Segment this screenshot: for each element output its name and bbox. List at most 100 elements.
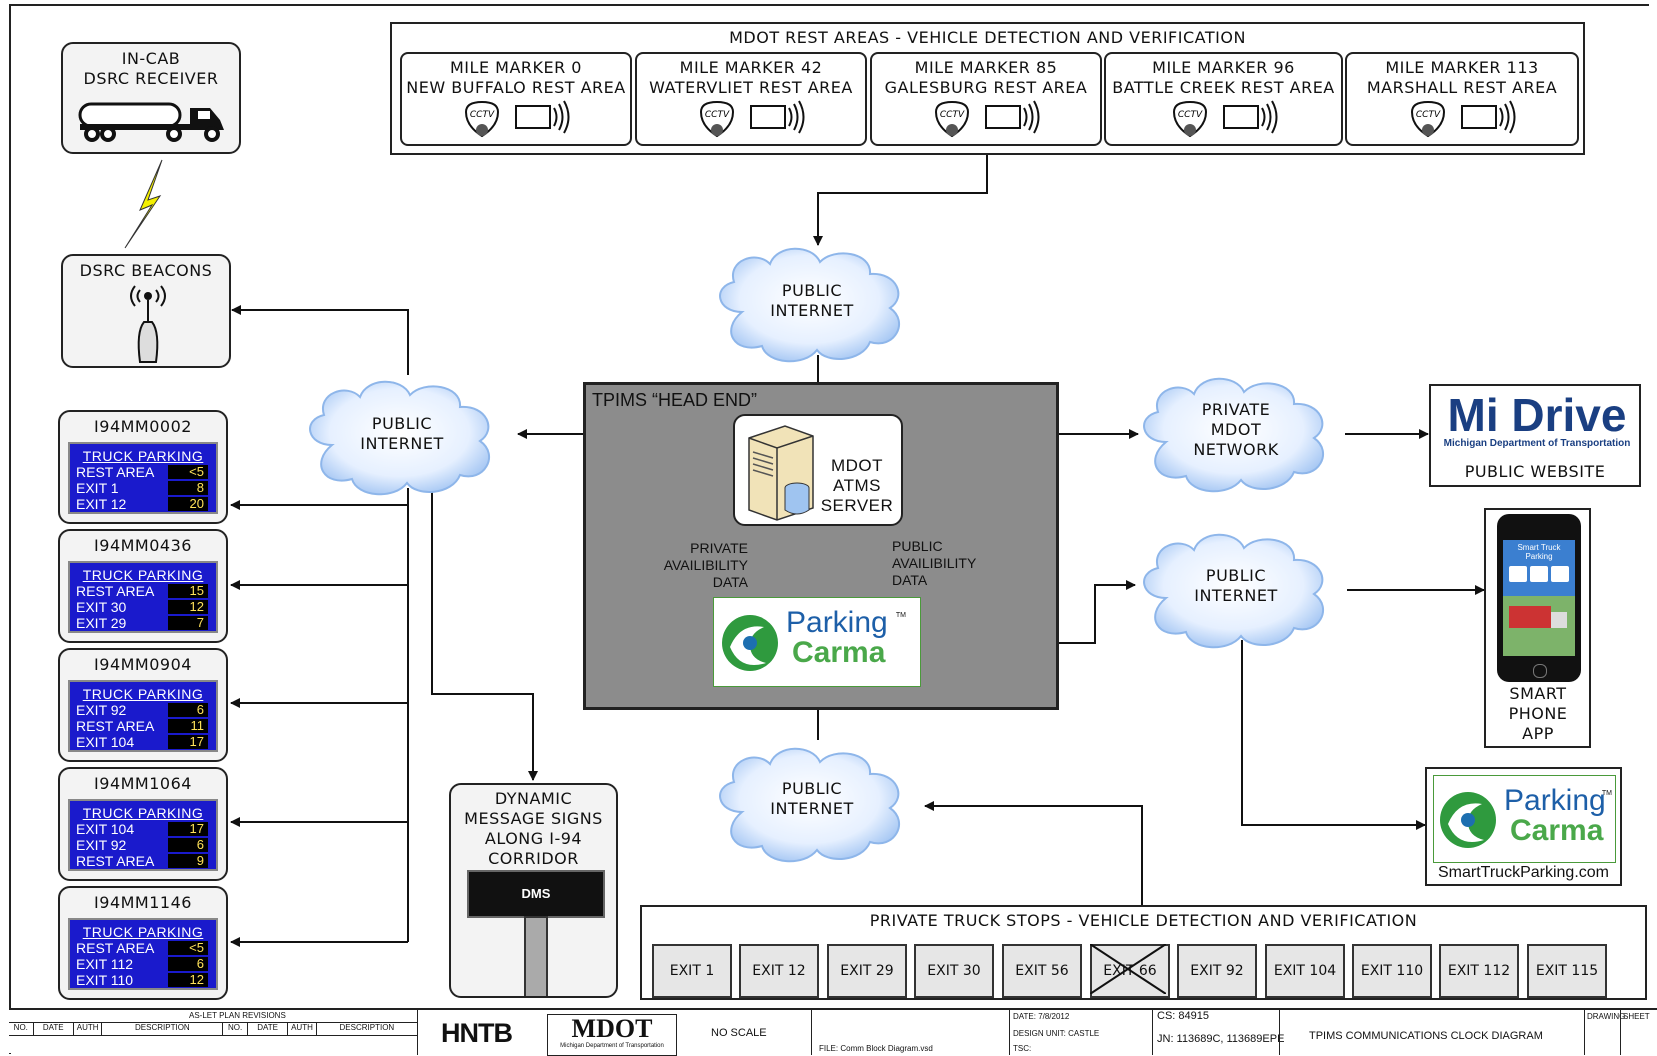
- sign-id: I94MM0436: [94, 536, 192, 555]
- sign-id: I94MM0002: [94, 417, 192, 436]
- truck-parking-sign-1146: I94MM1146 TRUCK PARKING REST AREA<5 EXIT…: [58, 886, 228, 1000]
- exit-box: EXIT 1: [652, 944, 732, 998]
- cross-out-icon: [1090, 944, 1166, 994]
- sign-row: EXIT 112 6: [70, 956, 216, 972]
- wireless-bolt-icon: [124, 159, 163, 249]
- exit-box: EXIT 112: [1439, 944, 1519, 998]
- rest-area-marker: MILE MARKER 0: [450, 58, 582, 77]
- rest-area-name: MARSHALL REST AREA: [1366, 78, 1558, 97]
- revision-col: AUTH: [74, 1023, 103, 1035]
- rest-area-name: GALESBURG REST AREA: [884, 78, 1088, 97]
- cctv-label: CCTV: [470, 110, 495, 120]
- sign-row-count: 7: [168, 616, 208, 630]
- sign-id: I94MM0904: [94, 655, 192, 674]
- data-label-line: PUBLIC: [892, 538, 943, 554]
- sign-header: TRUCK PARKING: [82, 686, 204, 702]
- tb-divider: [811, 1010, 812, 1055]
- sign-row: REST AREA<5: [70, 940, 216, 956]
- tsc-field: TSC:: [1013, 1044, 1032, 1053]
- mdot-logo-text: MDOT: [571, 1014, 653, 1043]
- cctv-camera-and-sensor-icon: CCTV: [934, 100, 1040, 138]
- rest-area-name: WATERVLIET REST AREA: [649, 78, 853, 97]
- smarttruckparking-box: Parking Carma TM SmartTruckParking.com: [1425, 767, 1622, 886]
- sign-row-count: 11: [168, 719, 208, 733]
- revision-col: DESCRIPTION: [102, 1023, 224, 1035]
- hntb-logo: HNTB: [441, 1018, 513, 1048]
- sign-row-count: 6: [168, 957, 208, 971]
- sign-row-label: EXIT 112: [76, 956, 134, 972]
- sign-header: TRUCK PARKING: [82, 448, 204, 464]
- sign-row-count: <5: [168, 465, 208, 479]
- dms-line: MESSAGE SIGNS: [464, 809, 603, 828]
- carma-word: Carma: [792, 636, 886, 669]
- exit-box: EXIT 29: [827, 944, 907, 998]
- rest-area-marker: MILE MARKER 96: [1152, 58, 1295, 77]
- file-name: FILE: Comm Block Diagram.vsd: [819, 1044, 933, 1053]
- head-end-title: TPIMS “HEAD END”: [592, 390, 758, 410]
- cloud-label-line: PUBLIC: [371, 414, 433, 433]
- phone-home-button: [1533, 664, 1547, 678]
- revision-col: NO.: [9, 1023, 34, 1035]
- cctv-camera-and-sensor-icon: CCTV: [699, 100, 805, 138]
- trademark: TM: [1601, 790, 1612, 797]
- dms-post: [524, 916, 548, 996]
- rest-area-name: BATTLE CREEK REST AREA: [1112, 78, 1335, 97]
- smartphone-label-line: SMART: [1509, 684, 1567, 703]
- cloud-label-line: INTERNET: [770, 301, 854, 320]
- sign-row-label: EXIT 104: [76, 734, 135, 750]
- tb-divider: [1009, 1010, 1010, 1055]
- revision-col: DESCRIPTION: [339, 1023, 395, 1032]
- date-field: DATE: 7/8/2012: [1013, 1012, 1070, 1021]
- sign-row-count: 15: [168, 584, 208, 598]
- tb-divider: [1620, 1010, 1621, 1055]
- exit-box: EXIT 92: [1177, 944, 1257, 998]
- sign-id: I94MM1064: [94, 774, 192, 793]
- sign-id: I94MM1146: [94, 893, 192, 912]
- sign-row: REST AREA 15: [70, 583, 216, 599]
- cloud-label-line: MDOT: [1210, 420, 1262, 439]
- in-cab-line1: IN-CAB: [121, 49, 181, 68]
- cctv-label: CCTV: [1177, 110, 1202, 120]
- smartphone-label-line: APP: [1522, 724, 1554, 743]
- exit-box: EXIT 104: [1265, 944, 1345, 998]
- cloud-label-line: PUBLIC: [1205, 566, 1267, 585]
- revision-col: NO.: [223, 1023, 248, 1035]
- sign-row-count: <5: [168, 941, 208, 955]
- tb-divider: [1152, 1010, 1153, 1055]
- sign-row-count: 9: [168, 854, 208, 868]
- sign-row-label: REST AREA: [76, 583, 155, 599]
- sign-row-count: 17: [168, 822, 208, 836]
- truck-parking-sign-0002: I94MM0002 TRUCK PARKING REST AREA<5 EXIT…: [58, 410, 228, 524]
- dsrc-beacons-label: DSRC BEACONS: [79, 261, 213, 280]
- sign-header: TRUCK PARKING: [82, 805, 204, 821]
- sign-row-count: 6: [168, 703, 208, 717]
- mdot-logo: MDOT Michigan Department of Transportati…: [547, 1014, 677, 1056]
- midrive-website-box: Mi Drive Michigan Department of Transpor…: [1429, 384, 1641, 487]
- tb-divider: [1584, 1010, 1585, 1055]
- dms-line: CORRIDOR: [488, 849, 579, 868]
- cctv-label: CCTV: [940, 110, 965, 120]
- cctv-label: CCTV: [705, 110, 730, 120]
- sign-row-label: EXIT 92: [76, 837, 127, 853]
- cctv-label: CCTV: [1416, 110, 1441, 120]
- cs-field: CS: 84915: [1157, 1010, 1209, 1022]
- tb-divider: [1279, 1010, 1280, 1055]
- sign-row-label: REST AREA: [76, 718, 155, 734]
- cloud-label-line: PRIVATE: [1201, 400, 1271, 419]
